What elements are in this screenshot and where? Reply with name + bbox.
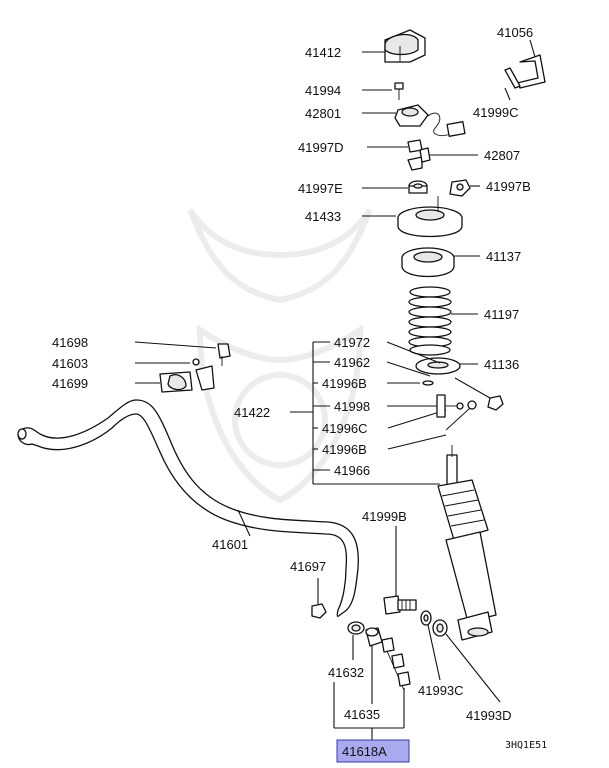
label-41433[interactable]: 41433 <box>305 209 341 224</box>
part-42807-bracket[interactable] <box>407 147 431 171</box>
part-41632-bushing[interactable] <box>347 621 365 635</box>
part-41433-spring-seat[interactable] <box>397 196 463 238</box>
part-41603-bracket[interactable] <box>192 358 215 391</box>
part-41698-bolt[interactable] <box>217 343 231 366</box>
label-41993D[interactable]: 41993D <box>466 708 512 723</box>
label-41998[interactable]: 41998 <box>334 399 370 414</box>
label-41056[interactable]: 41056 <box>497 25 533 40</box>
part-stabilizer-link[interactable] <box>381 637 411 691</box>
label-41699[interactable]: 41699 <box>52 376 88 391</box>
label-41993C[interactable]: 41993C <box>418 683 464 698</box>
part-41997E-bushing[interactable] <box>408 180 428 194</box>
label-41632[interactable]: 41632 <box>328 665 364 680</box>
label-41999B[interactable]: 41999B <box>362 509 407 524</box>
label-41997B[interactable]: 41997B <box>486 179 531 194</box>
label-42801[interactable]: 42801 <box>305 106 341 121</box>
part-41137-rubber-seat[interactable] <box>401 247 455 278</box>
label-41422[interactable]: 41422 <box>234 405 270 420</box>
part-41197-coil-spring[interactable] <box>408 286 452 356</box>
part-42801-mount[interactable] <box>394 104 466 137</box>
label-41994[interactable]: 41994 <box>305 83 341 98</box>
diagram-reference-code: 3HQ1E51 <box>505 740 547 751</box>
part-41997B-nut[interactable] <box>449 179 471 197</box>
part-nut-right[interactable] <box>487 395 504 411</box>
part-shock-absorber[interactable] <box>437 445 497 641</box>
part-41601-stabilizer-bar[interactable] <box>17 399 359 617</box>
label-41997E[interactable]: 41997E <box>298 181 343 196</box>
part-41136-lower-seat[interactable] <box>415 357 461 375</box>
label-41698[interactable]: 41698 <box>52 335 88 350</box>
label-42807[interactable]: 42807 <box>484 148 520 163</box>
label-41697[interactable]: 41697 <box>290 559 326 574</box>
part-41056-bracket[interactable] <box>504 54 546 89</box>
part-41999B-bolt[interactable] <box>383 595 417 615</box>
part-41996B-washer[interactable] <box>422 380 434 386</box>
watermark-emblem <box>187 208 373 504</box>
part-41635-collar[interactable] <box>365 627 383 647</box>
label-41136[interactable]: 41136 <box>484 357 519 372</box>
label-41618A[interactable]: 41618A <box>342 744 387 759</box>
label-41603[interactable]: 41603 <box>52 356 88 371</box>
part-washer-41996C[interactable] <box>467 400 477 410</box>
label-41635[interactable]: 41635 <box>344 707 380 722</box>
part-41412-cap[interactable] <box>384 29 426 63</box>
label-41412[interactable]: 41412 <box>305 45 341 60</box>
label-41996B-lower[interactable]: 41996B <box>322 442 367 457</box>
label-41601[interactable]: 41601 <box>212 537 248 552</box>
label-41197[interactable]: 41197 <box>484 307 519 322</box>
part-41993C-washer[interactable] <box>420 610 432 626</box>
link-group-lines <box>333 682 405 740</box>
highlight-box-41618A <box>336 739 410 763</box>
part-41993D-nut[interactable] <box>432 619 448 637</box>
part-41998-bolt[interactable] <box>436 394 464 418</box>
label-41999C[interactable]: 41999C <box>473 105 519 120</box>
label-41997D[interactable]: 41997D <box>298 140 344 155</box>
label-41972[interactable]: 41972 <box>334 335 370 350</box>
part-41994-bolt[interactable] <box>394 82 404 100</box>
label-41996C[interactable]: 41996C <box>322 421 368 436</box>
label-41996B-upper[interactable]: 41996B <box>322 376 367 391</box>
bracket-41422-group-lines <box>290 341 440 485</box>
part-41699-bushing[interactable] <box>159 371 193 393</box>
part-41697-nut[interactable] <box>311 603 327 619</box>
label-41966[interactable]: 41966 <box>334 463 370 478</box>
label-41962[interactable]: 41962 <box>334 355 370 370</box>
label-41137[interactable]: 41137 <box>486 249 521 264</box>
